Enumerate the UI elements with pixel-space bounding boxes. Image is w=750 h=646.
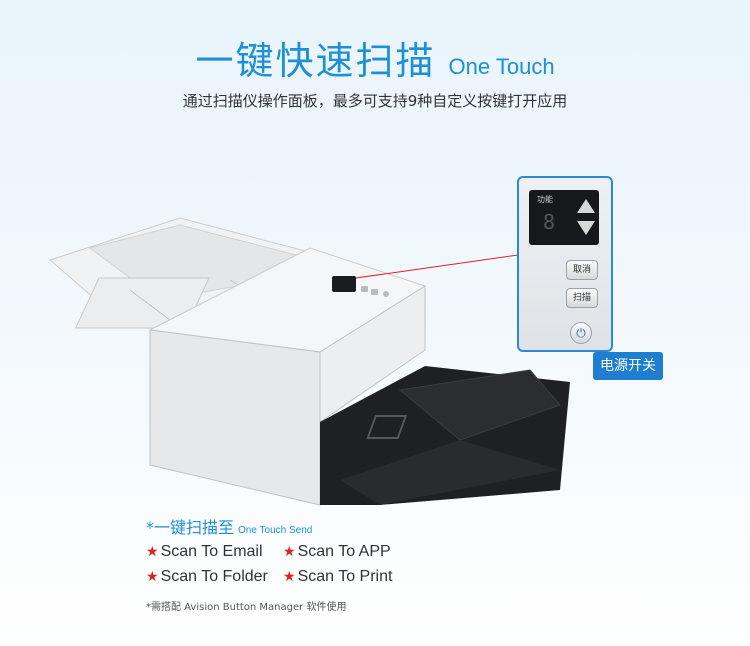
software-note: *需搭配 Avision Button Manager 软件使用	[146, 602, 347, 613]
display-label: 功能	[537, 195, 553, 204]
star-icon: ★	[283, 543, 296, 559]
control-panel-zoom: 功能 8 取消 扫描 ⏻	[517, 176, 613, 352]
power-switch-label: 电源开关	[593, 352, 663, 380]
feature-item: ★Scan To Folder	[146, 568, 268, 585]
title-chinese: 一键快速扫描	[195, 39, 436, 83]
feature-title-cn: *一键扫描至	[146, 518, 235, 537]
display-digit: 8	[543, 210, 556, 234]
subtitle: 通过扫描仪操作面板，最多可支持9种自定义按键打开应用	[182, 92, 568, 110]
title-english: One Touch	[448, 54, 555, 79]
cancel-button[interactable]: 取消	[566, 260, 598, 280]
feature-item: ★Scan To Email	[146, 543, 263, 560]
star-icon: ★	[146, 543, 159, 559]
feature-title-en: One Touch Send	[238, 525, 313, 536]
feature-item: ★Scan To APP	[283, 543, 391, 560]
star-icon: ★	[283, 568, 296, 584]
power-icon[interactable]: ⏻	[570, 322, 592, 344]
up-arrow-icon[interactable]	[577, 199, 595, 213]
star-icon: ★	[146, 568, 159, 584]
page-title: 一键快速扫描 One Touch	[0, 30, 750, 85]
scan-button[interactable]: 扫描	[566, 288, 598, 308]
function-display: 功能 8	[529, 190, 599, 245]
down-arrow-icon[interactable]	[577, 221, 595, 235]
scanner-image	[49, 217, 570, 506]
feature-item: ★Scan To Print	[283, 568, 393, 585]
